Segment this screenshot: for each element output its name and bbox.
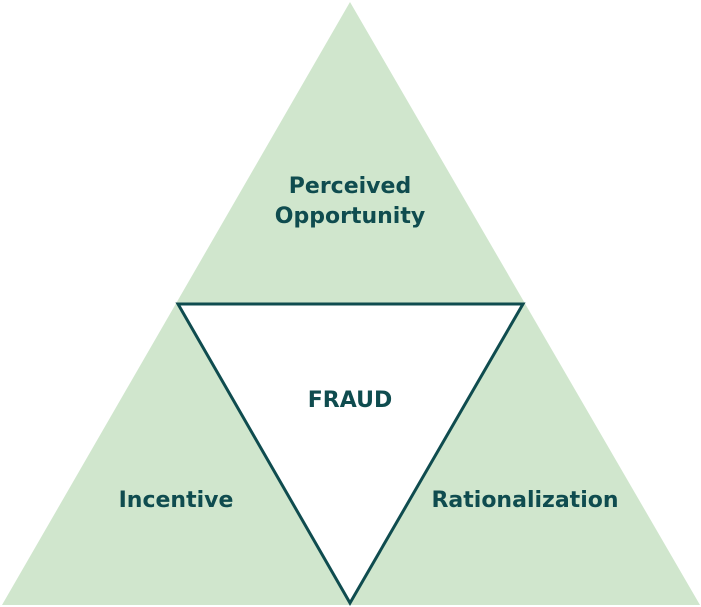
fraud-center-triangle xyxy=(175,302,526,607)
perceived-opportunity-label: Perceived Opportunity xyxy=(275,172,425,232)
fraud-label: FRAUD xyxy=(307,388,393,413)
incentive-label: Incentive xyxy=(118,488,234,513)
perceived-line: Perceived xyxy=(288,174,412,199)
rationalization-label: Rationalization xyxy=(431,488,619,513)
opportunity-line: Opportunity xyxy=(274,204,426,229)
